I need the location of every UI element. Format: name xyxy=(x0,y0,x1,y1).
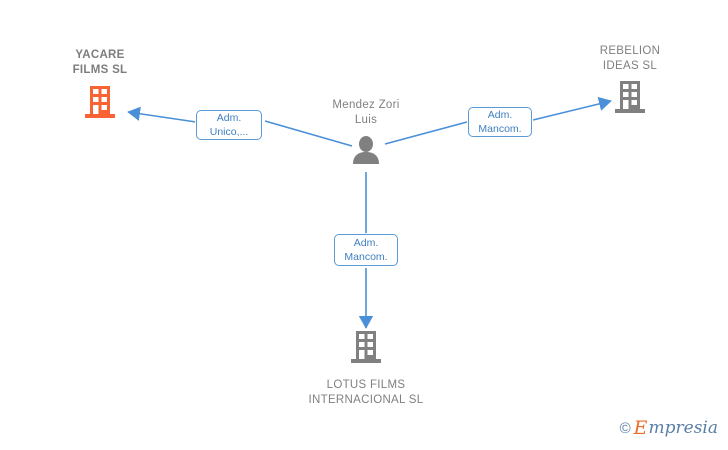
relation-label-yacare[interactable]: Adm. Unico,... xyxy=(196,110,262,140)
node-person-mendez-zori-luis[interactable]: Mendez Zori Luis xyxy=(286,98,446,169)
building-icon xyxy=(85,85,115,124)
node-label-yacare: YACARE FILMS SL xyxy=(72,49,128,76)
watermark-brand-initial: E xyxy=(633,417,648,439)
relation-label-lotus[interactable]: Adm. Mancom. xyxy=(334,234,398,266)
node-company-yacare[interactable]: YACARE FILMS SL xyxy=(20,48,180,124)
copyright-icon: © xyxy=(619,420,631,437)
watermark-brand-text: mpresia xyxy=(648,418,719,438)
building-icon xyxy=(351,330,381,369)
node-label-rebelion: REBELION IDEAS SL xyxy=(599,45,661,72)
node-label-person: Mendez Zori Luis xyxy=(332,99,400,126)
node-company-rebelion[interactable]: REBELION IDEAS SL xyxy=(550,44,710,119)
node-company-lotus[interactable]: LOTUS FILMS INTERNACIONAL SL xyxy=(286,330,446,408)
building-icon xyxy=(615,80,645,119)
relation-label-rebelion[interactable]: Adm. Mancom. xyxy=(468,107,532,137)
node-label-lotus: LOTUS FILMS INTERNACIONAL SL xyxy=(308,379,424,406)
watermark-empresia: © E mpresia xyxy=(620,419,718,438)
person-icon xyxy=(351,136,381,169)
